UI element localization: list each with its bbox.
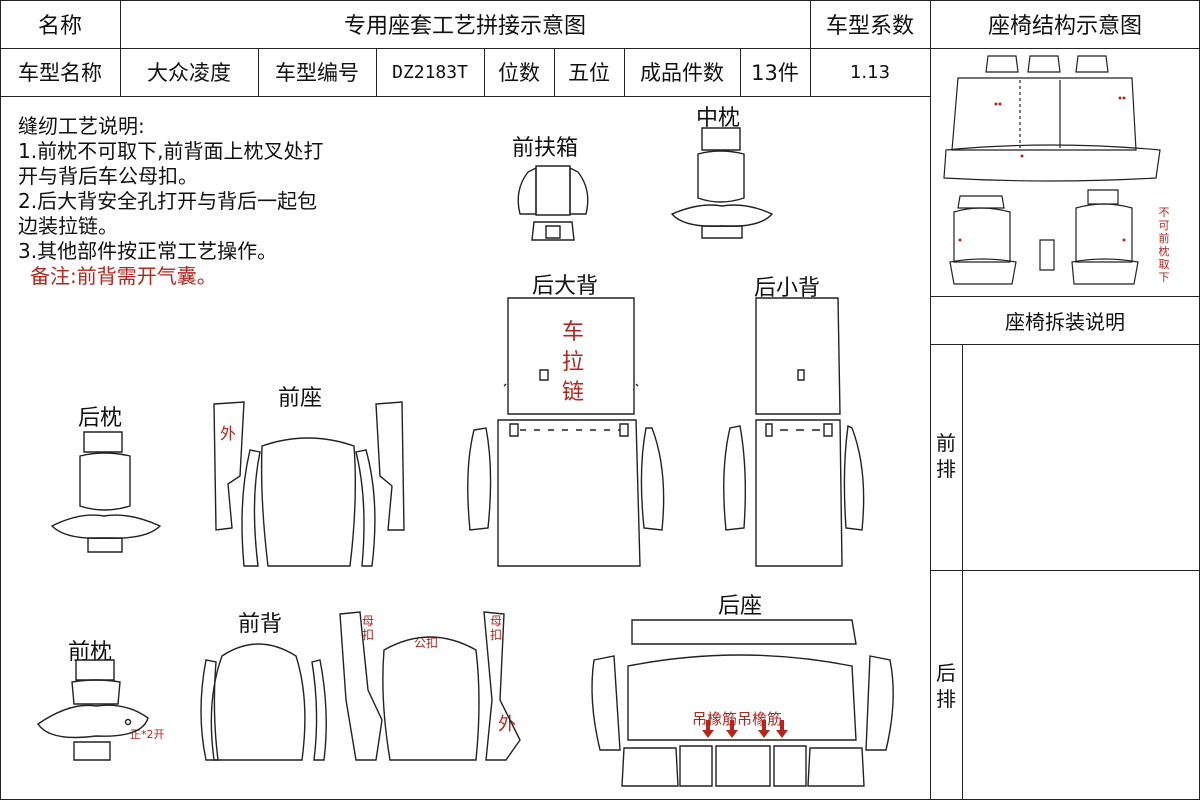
rear-row-label: 后排 <box>936 661 956 711</box>
structure-dots <box>958 96 1126 242</box>
coef-label: 车型系数 <box>825 14 914 39</box>
pieces-label: 成品件数 <box>640 61 724 85</box>
label-rear-big-back: 后大背 <box>532 274 599 299</box>
label-rear-pillow: 后枕 <box>78 406 123 431</box>
label-middle-pillow: 中枕 <box>696 106 741 131</box>
name-label: 名称 <box>37 14 82 39</box>
label-front-seat: 前座 <box>278 386 323 411</box>
zipper-char-1: 车 <box>562 320 585 345</box>
label-rear-seat: 后座 <box>718 594 763 619</box>
seats-value: 五位 <box>568 61 610 85</box>
slit-note: 正*2开 <box>130 728 165 741</box>
instructions-line1b: 开与背后车公母扣。 <box>18 164 198 188</box>
coef-value: 1.13 <box>849 61 891 83</box>
piece-middle-pillow <box>670 127 774 239</box>
header-row-divider <box>0 48 930 49</box>
instructions-remark: 备注:前背需开气囊。 <box>30 264 217 288</box>
piece-rear-small-back <box>723 297 865 567</box>
piece-rear-big-back <box>467 297 665 567</box>
seats-label: 位数 <box>498 61 540 85</box>
structure-diagram <box>943 55 1161 285</box>
male-snap: 公扣 <box>414 636 439 650</box>
label-front-back: 前背 <box>238 612 283 637</box>
model-code-label: 车型编号 <box>275 61 359 85</box>
row-label-divider <box>962 344 963 800</box>
female-snap-left-b: 扣 <box>362 628 375 642</box>
pieces-value: 13件 <box>751 61 799 85</box>
model-code: DZ2183T <box>392 61 468 83</box>
instructions-line3: 3.其他部件按正常工艺操作。 <box>18 239 278 263</box>
model-name-label: 车型名称 <box>18 61 102 85</box>
col-divider-title-end <box>810 0 811 96</box>
page-title: 专用座套工艺拼接示意图 <box>343 14 586 39</box>
instructions-line2: 2.后大背安全孔打开与背后一起包 <box>18 189 318 213</box>
zipper-char-2: 拉 <box>562 350 585 375</box>
label-rear-small-back: 后小背 <box>754 276 821 301</box>
instructions-title: 缝纫工艺说明: <box>18 114 145 138</box>
instructions-line1: 1.前枕不可取下,前背面上枕叉处打 <box>18 139 324 163</box>
outer-label-front-seat: 外 <box>220 424 237 443</box>
col-divider-3 <box>376 48 377 96</box>
instructions-line2b: 边装拉链。 <box>18 214 118 238</box>
outer-label-front-back: 外 <box>498 714 516 735</box>
structure-title: 座椅结构示意图 <box>987 14 1142 39</box>
elastic-arrows <box>702 720 788 738</box>
zipper-char-3: 链 <box>562 380 585 405</box>
row-divider <box>930 570 1200 571</box>
disassembly-title-divider <box>930 344 1200 345</box>
piece-front-back <box>200 611 521 761</box>
not-removable-note: 不可前枕取下 <box>1158 206 1170 284</box>
label-front-armrest: 前扶箱 <box>512 136 579 161</box>
col-divider-6 <box>624 48 625 96</box>
piece-front-seat <box>213 401 405 567</box>
front-row-label: 前排 <box>936 431 956 481</box>
piece-front-armrest <box>517 165 589 241</box>
piece-rear-pillow <box>50 431 162 553</box>
female-snap-left: 母 <box>362 614 375 628</box>
structure-title-divider <box>930 48 1200 49</box>
col-divider-1 <box>120 0 121 96</box>
model-name: 大众凌度 <box>147 61 231 85</box>
col-divider-4 <box>484 48 485 96</box>
col-divider-5 <box>554 48 555 96</box>
col-divider-7 <box>740 48 741 96</box>
info-row-divider <box>0 96 930 97</box>
piece-rear-seat <box>591 619 894 787</box>
female-snap-right-b: 扣 <box>490 628 503 642</box>
female-snap-right: 母 <box>490 614 503 628</box>
piece-front-pillow <box>37 659 149 761</box>
elastic-note: 吊橡筋吊橡筋 <box>692 710 783 728</box>
disassembly-title: 座椅拆装说明 <box>1005 309 1125 334</box>
structure-bottom-divider <box>930 296 1200 297</box>
col-divider-2 <box>258 48 259 96</box>
main-right-divider <box>930 0 931 800</box>
